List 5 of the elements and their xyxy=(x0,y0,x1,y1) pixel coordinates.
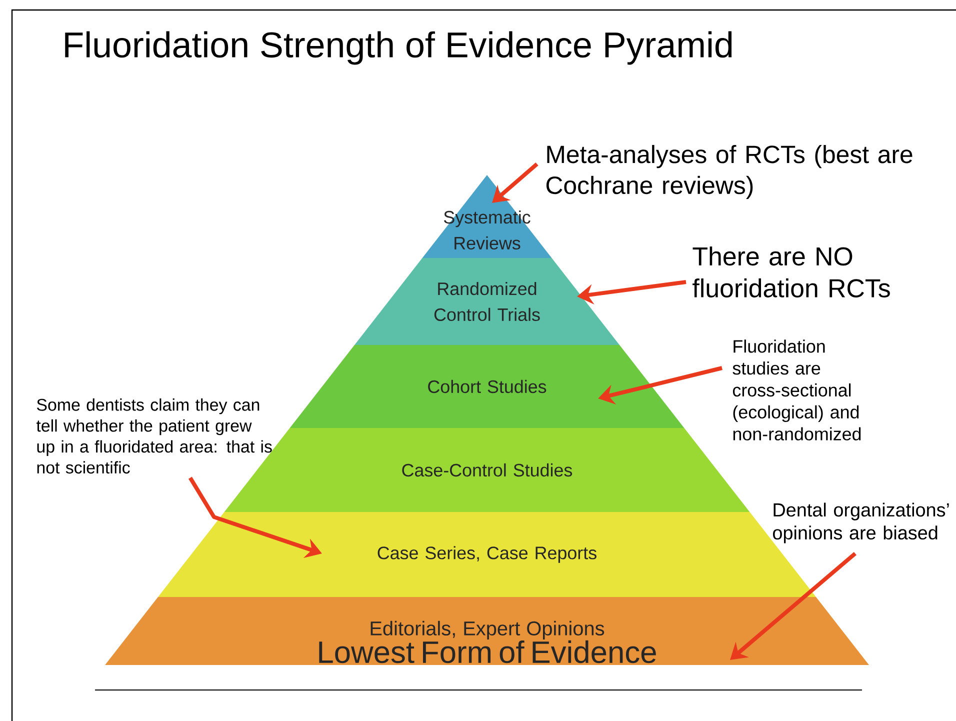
callout-text: There are NO fluoridation RCTs xyxy=(692,246,890,298)
pyramid-band: Cohort Studies xyxy=(290,345,684,428)
title: Fluoridation Strength of Evidence Pyramid xyxy=(65,31,732,65)
pyramid-band: Editorials, Expert Opinions Lowest Form of Evidence xyxy=(105,597,869,665)
pyramid-band: Randomized Control Trials xyxy=(354,258,620,345)
